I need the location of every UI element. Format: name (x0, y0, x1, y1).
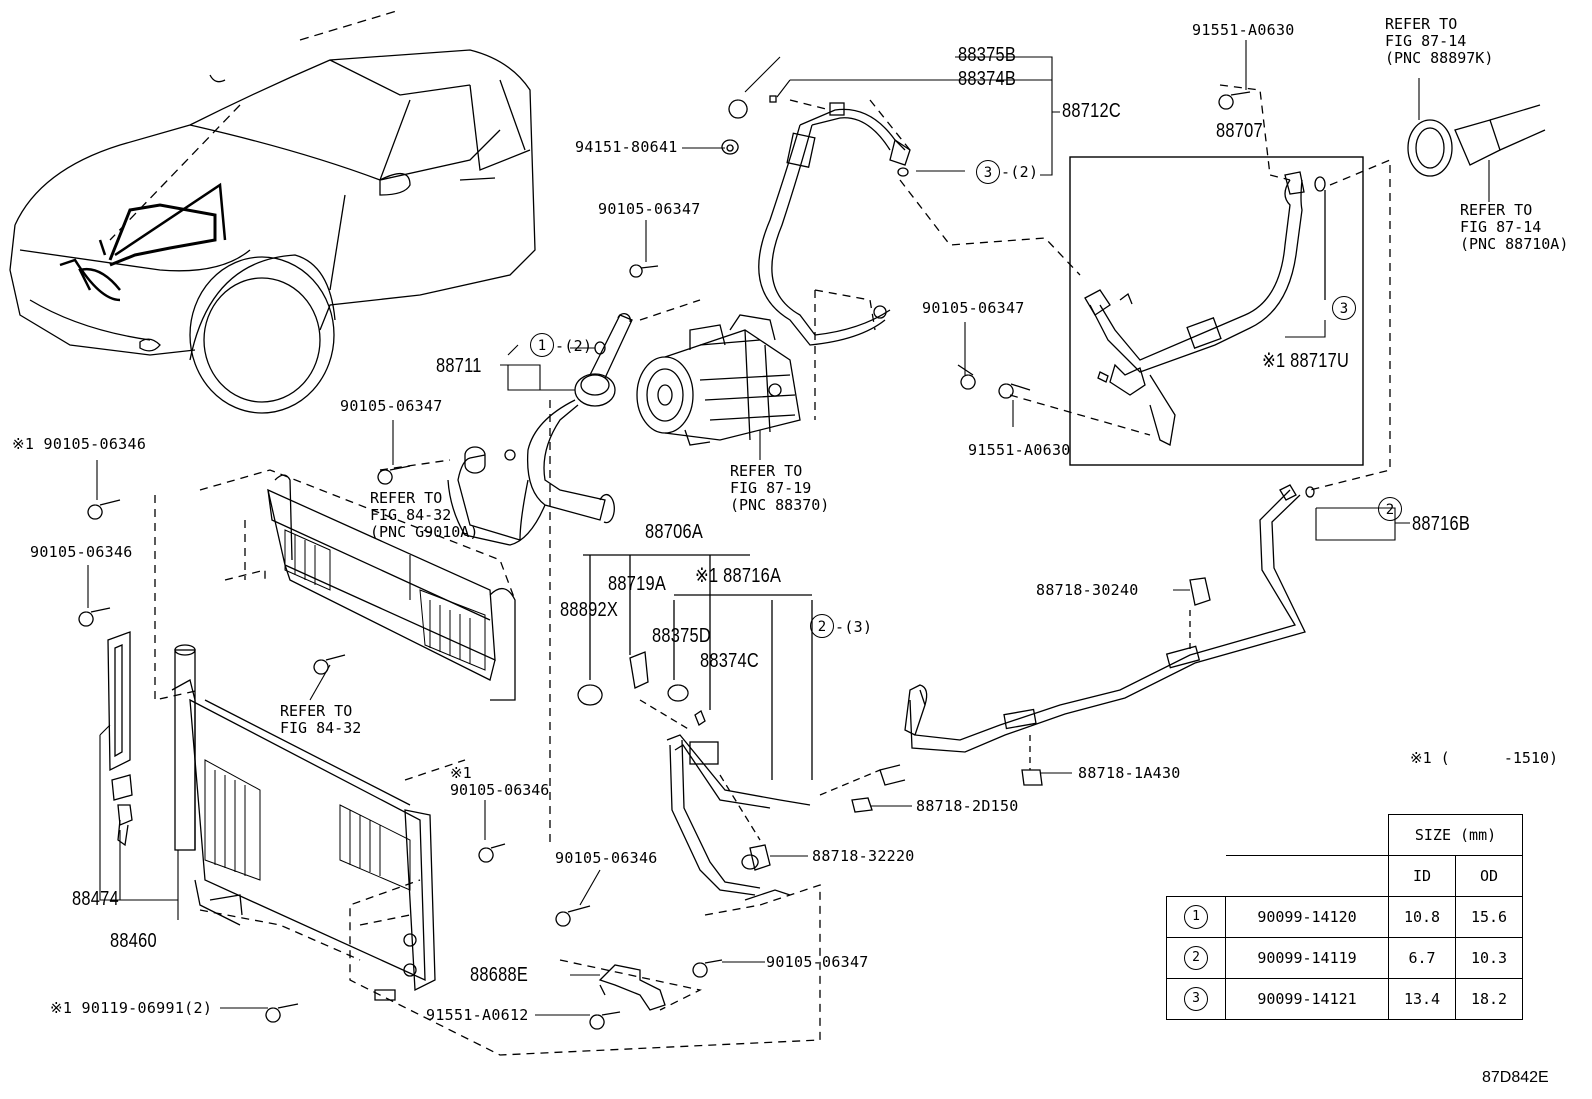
row-od: 15.6 (1455, 896, 1523, 938)
suction-hose-88712c (721, 95, 1081, 420)
radiator (199, 469, 516, 701)
table-header-row: SIZE (mm) (1167, 814, 1523, 856)
label-88711: 88711 (436, 355, 482, 377)
bracket-88688e (559, 959, 702, 1011)
label-88706a: 88706A (645, 521, 704, 543)
label-88712c: 88712C (1062, 100, 1121, 122)
leader-dashed-2 (1329, 159, 1391, 186)
label-88474: 88474 (72, 888, 119, 910)
label-90105-06346-b: 90105-06346 (30, 543, 133, 561)
label-90105-06346-a: ※1 90105-06346 (12, 435, 147, 453)
row-part: 90099-14120 (1225, 896, 1389, 938)
label-88374b: 88374B (958, 68, 1017, 90)
leader-dashed-4 (1309, 165, 1391, 491)
label-88718-30240: 88718-30240 (1036, 581, 1139, 599)
row-id: 6.7 (1388, 937, 1456, 979)
circle-mark-3-b: 3 (1332, 296, 1356, 320)
liquid-pipe-88717u (1084, 171, 1326, 446)
row-part: 90099-14119 (1225, 937, 1389, 979)
refer-fig-84-32-a: REFER TO FIG 84-32 (PNC G9010A) (370, 489, 479, 541)
label-88718-1a430: 88718-1A430 (1078, 764, 1181, 782)
table-row: 3 90099-14121 13.4 18.2 (1166, 978, 1523, 1020)
table-subheader-row: ID OD (1167, 855, 1523, 897)
leader-dashed-1 (1219, 84, 1291, 181)
part-88707-box (1069, 156, 1364, 466)
label-c2-3: -(3) (835, 618, 873, 636)
label-88892x: 88892X (560, 599, 619, 621)
circle-mark-2-a: 2 (1378, 497, 1402, 521)
row-id: 10.8 (1388, 896, 1456, 938)
leader-dashed-3 (1009, 394, 1151, 436)
col-id-header: ID (1388, 855, 1456, 897)
label-90105-06347-d: 90105-06347 (766, 953, 869, 971)
bolts (78, 91, 1251, 1030)
label-88716b: 88716B (1412, 513, 1471, 535)
label-c1-2: -(2) (555, 337, 593, 355)
label-88717u: ※1 88717U (1262, 350, 1350, 372)
condenser (154, 495, 466, 1001)
col-od-header: OD (1455, 855, 1523, 897)
label-90105-06346-c: ※1 90105-06346 (450, 764, 550, 799)
refer-fig-87-14-b: REFER TO FIG 87-14 (PNC 88710A) (1460, 201, 1569, 253)
label-88718-32220: 88718-32220 (812, 847, 915, 865)
label-91551-a0612: 91551-A0612 (426, 1006, 529, 1024)
label-88688e: 88688E (470, 964, 529, 986)
label-90105-06347-a: 90105-06347 (598, 200, 701, 218)
leader-lines (87, 40, 1490, 1016)
label-90119-06991: ※1 90119-06991(2) (50, 999, 213, 1017)
label-88375b: 88375B (958, 44, 1017, 66)
label-88707: 88707 (1216, 120, 1263, 142)
side-seal-88474 (107, 631, 133, 847)
label-88719a: 88719A (608, 573, 667, 595)
pipe-88716b (879, 484, 1315, 786)
circle-mark-1-a: 1 (530, 333, 554, 357)
refer-fig-87-14-a: REFER TO FIG 87-14 (PNC 88897K) (1385, 15, 1494, 67)
row-mark: 2 (1184, 946, 1208, 970)
circle-mark-2-b: 2 (810, 614, 834, 638)
label-88374c: 88374C (700, 650, 759, 672)
label-88716a: ※1 88716A (695, 565, 782, 587)
table-row: 1 90099-14120 10.8 15.6 (1166, 896, 1523, 938)
label-90105-06347-b: 90105-06347 (922, 299, 1025, 317)
refer-fig-84-32-b: REFER TO FIG 84-32 (280, 702, 362, 737)
row-part: 90099-14121 (1225, 978, 1389, 1020)
circle-mark-3-a: 3 (976, 160, 1000, 184)
row-od: 10.3 (1455, 937, 1523, 979)
row-id: 13.4 (1388, 978, 1456, 1020)
label-90105-06347-c: 90105-06347 (340, 397, 443, 415)
row-mark: 3 (1184, 987, 1208, 1011)
refer-fig-87-19: REFER TO FIG 87-19 (PNC 88370) (730, 462, 830, 514)
table-row: 2 90099-14119 6.7 10.3 (1166, 937, 1523, 979)
label-88718-2d150: 88718-2D150 (916, 797, 1019, 815)
car-outline (9, 9, 536, 414)
label-94151-80641: 94151-80641 (575, 138, 678, 156)
size-header: SIZE (mm) (1388, 814, 1523, 856)
row-od: 18.2 (1455, 978, 1523, 1020)
figure-code: 87D842E (1482, 1069, 1549, 1086)
connector-88897k (1407, 104, 1546, 177)
o-ring-size-table: SIZE (mm) ID OD 1 90099-14120 10.8 15.6 … (1166, 814, 1523, 1020)
receiver-assembly-88706a (349, 400, 881, 1056)
label-88460: 88460 (110, 930, 157, 952)
label-c3-2: -(2) (1001, 163, 1039, 181)
row-mark: 1 (1184, 905, 1208, 929)
label-91551-a0630-mid: 91551-A0630 (968, 441, 1071, 459)
label-88375d: 88375D (652, 625, 711, 647)
note-1510: ※1 ( -1510) (1410, 749, 1559, 767)
compressor (636, 314, 801, 446)
discharge-hose-88711 (379, 299, 701, 546)
label-90105-06346-d: 90105-06346 (555, 849, 658, 867)
label-91551-a0630-top: 91551-A0630 (1192, 21, 1295, 39)
